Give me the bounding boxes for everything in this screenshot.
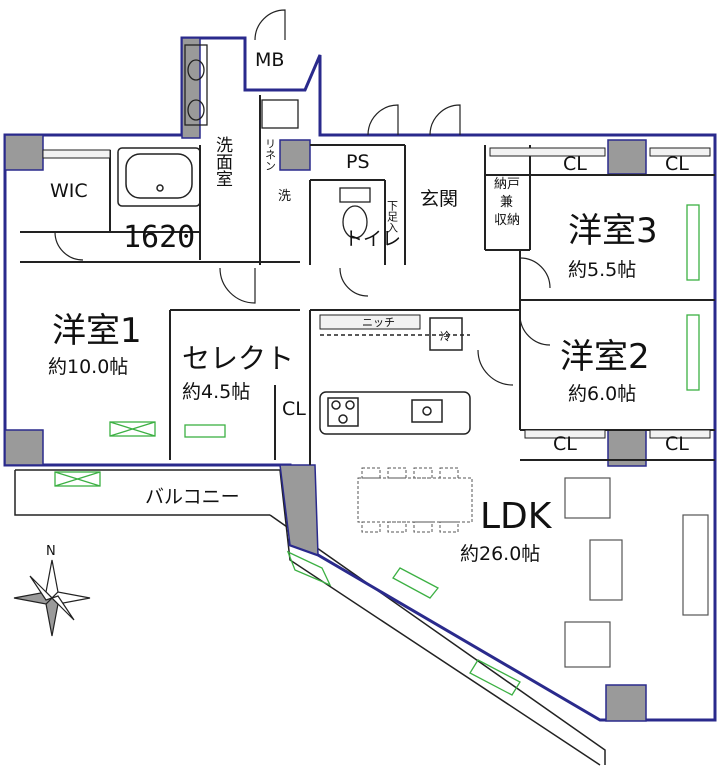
storage-line3: 収納 (494, 213, 520, 228)
ps-label: PS (346, 151, 370, 173)
select-area: 約4.5帖 (182, 381, 250, 403)
bathtub (117, 147, 201, 207)
toilet-label: トイレ (344, 228, 401, 250)
kitchen (319, 317, 471, 435)
linen-label: リネン (264, 138, 277, 171)
storage-line2: 兼 (500, 195, 513, 210)
storage-line1: 納戸 (494, 177, 520, 192)
dining-furniture (357, 467, 473, 533)
living-furniture (564, 477, 709, 668)
western2-area: 約6.0帖 (568, 383, 636, 405)
sinks (184, 44, 299, 129)
compass-rose (13, 559, 91, 637)
ldk-name: LDK (480, 496, 553, 537)
cl-label-2: CL (665, 153, 689, 175)
cl-label-1: CL (563, 153, 587, 175)
western1-area: 約10.0帖 (48, 356, 128, 378)
shoe-box-label: 下足入 (386, 200, 399, 233)
washer-label: 洗 (278, 189, 291, 204)
western3-name: 洋室3 (568, 211, 658, 251)
toilet-fixture (339, 187, 371, 239)
western1-name: 洋室1 (52, 311, 142, 351)
ldk-area: 約26.0帖 (460, 543, 540, 565)
western3-area: 約5.5帖 (568, 259, 636, 281)
select-name: セレクト (182, 342, 294, 375)
balcony-label: バルコニー (145, 486, 240, 508)
doors (54, 9, 551, 386)
fridge-label: 冷 (440, 330, 451, 343)
niche-label: ニッチ (362, 316, 395, 329)
closet-bars (42, 147, 711, 439)
compass-north: N (46, 544, 56, 559)
windows (54, 204, 700, 696)
wall-pillars (4, 37, 647, 722)
cl-label-5: CL (282, 398, 306, 420)
cl-label-4: CL (665, 433, 689, 455)
bath-size: 1620 (123, 220, 195, 255)
washroom-label-1: 洗面室 (212, 136, 233, 187)
entrance-label: 玄関 (420, 188, 458, 210)
western2-name: 洋室2 (560, 337, 650, 377)
wic-label: WIC (50, 180, 88, 202)
mb-label: MB (255, 49, 284, 71)
cl-label-3: CL (553, 433, 577, 455)
